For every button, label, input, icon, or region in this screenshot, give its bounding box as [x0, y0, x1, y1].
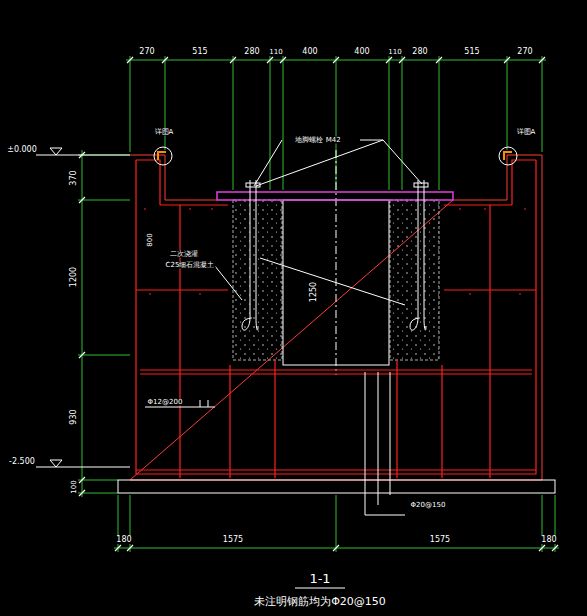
dimension-text: 400 [301, 48, 318, 56]
dimension-ticks [79, 57, 558, 551]
dimension-text: 180 [115, 536, 132, 544]
dimension-text: 800 [147, 232, 154, 247]
level-text: -2.500 [8, 458, 36, 466]
dimension-lines [78, 56, 559, 552]
dimension-text: 515 [191, 48, 208, 56]
cushion-layer [118, 480, 555, 493]
note-text: C25细石混凝土 [165, 262, 216, 269]
dimension-text: 110 [387, 49, 402, 56]
anchor-bolts [242, 180, 428, 330]
rebar [136, 160, 536, 478]
dimension-text: 1200 [70, 266, 78, 288]
rebar-label: Φ20@150 [410, 502, 447, 509]
level-marks [36, 148, 130, 467]
bolt-label: 地脚螺栓 M42 [294, 137, 341, 144]
grout-pocket [390, 200, 439, 360]
dimension-text: 400 [353, 48, 370, 56]
dimension-text: 280 [243, 48, 260, 56]
dimension-text: 180 [540, 536, 557, 544]
dimension-text: 370 [70, 169, 78, 186]
grout-pocket [233, 200, 282, 360]
title-underline [295, 588, 345, 589]
detail-label: 详图A [516, 129, 537, 136]
dimension-text: 515 [463, 48, 480, 56]
detail-label: 详图A [154, 129, 175, 136]
note-text: 二次浇灌 [169, 251, 199, 258]
dimension-text: 270 [138, 48, 155, 56]
dimension-text: 1575 [429, 536, 451, 544]
center-line [336, 150, 337, 375]
section-title: 1-1 [309, 571, 330, 586]
dimension-text: 280 [411, 48, 428, 56]
leader-lines [145, 140, 422, 515]
level-text: ±0.000 [6, 146, 38, 154]
rebar-label: Φ12@200 [147, 399, 184, 406]
dimension-text: 100 [71, 479, 78, 494]
caption-text: 未注明钢筋均为Φ20@150 [254, 594, 386, 609]
detail-circles [154, 147, 517, 165]
dimension-text: 270 [516, 48, 533, 56]
dimension-text: 110 [268, 49, 283, 56]
dimension-text: 1575 [222, 536, 244, 544]
dimension-text: 1250 [310, 281, 318, 303]
dimension-text: 930 [70, 408, 78, 425]
